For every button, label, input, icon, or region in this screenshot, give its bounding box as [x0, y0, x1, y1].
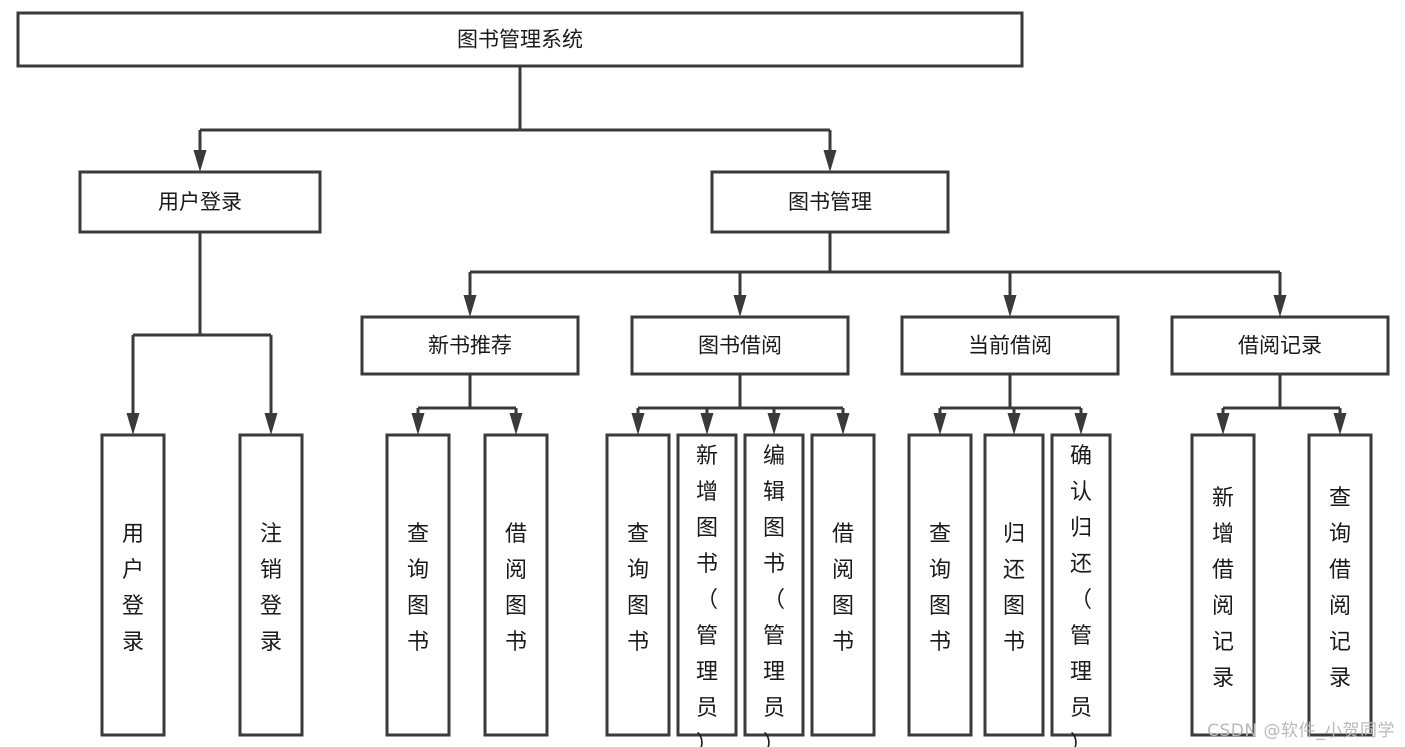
node-level3[interactable]: 借阅记录: [1170, 315, 1390, 376]
arrow-head-icon: [509, 413, 523, 435]
arrow-head-icon: [1007, 413, 1021, 435]
node-leaf[interactable]: 注销登录: [238, 433, 304, 737]
arrow-head-icon: [1273, 295, 1287, 317]
connector-group: [126, 232, 278, 435]
node-label: 新增借阅记录: [1212, 486, 1234, 691]
node-box[interactable]: [100, 433, 166, 737]
arrow-head-icon: [767, 413, 781, 435]
node-label: 查询图书: [407, 522, 429, 655]
node-box[interactable]: [605, 433, 671, 737]
node-box[interactable]: [907, 433, 973, 737]
node-box[interactable]: [983, 433, 1045, 737]
node-leaf[interactable]: 查询图书: [605, 433, 671, 737]
node-box[interactable]: [710, 170, 950, 234]
node-box[interactable]: [16, 11, 1024, 68]
node-label: 用户登录: [158, 190, 242, 214]
node-label: 图书管理系统: [457, 28, 583, 52]
connector-group: [193, 66, 837, 172]
node-leaf[interactable]: 借阅图书: [483, 433, 549, 737]
arrow-head-icon: [463, 295, 477, 317]
node-level3[interactable]: 新书推荐: [360, 315, 580, 376]
node-level2[interactable]: 图书管理: [710, 170, 950, 234]
nodes-layer: 图书管理系统用户登录图书管理新书推荐图书借阅当前借阅借阅记录用户登录注销登录查询…: [16, 11, 1390, 747]
node-leaf[interactable]: 确认归还（管理员）: [1050, 433, 1112, 747]
node-root[interactable]: 图书管理系统: [16, 11, 1024, 68]
arrow-head-icon: [836, 413, 850, 435]
connector-group: [631, 374, 850, 435]
node-box[interactable]: [385, 433, 451, 737]
node-box[interactable]: [630, 315, 850, 376]
node-leaf[interactable]: 查询图书: [907, 433, 973, 737]
node-leaf[interactable]: 新增借阅记录: [1190, 433, 1256, 737]
node-leaf[interactable]: 查询图书: [385, 433, 451, 737]
node-label: 注销登录: [260, 522, 282, 655]
arrow-head-icon: [823, 150, 837, 172]
node-label: 当前借阅: [968, 334, 1052, 358]
node-level3[interactable]: 当前借阅: [900, 315, 1120, 376]
node-label: 归还图书: [1003, 522, 1025, 655]
arrow-head-icon: [411, 413, 425, 435]
node-leaf[interactable]: 借阅图书: [810, 433, 876, 737]
arrow-head-icon: [700, 413, 714, 435]
node-label: 查询图书: [929, 522, 951, 655]
node-level2[interactable]: 用户登录: [78, 170, 322, 234]
arrow-head-icon: [1333, 413, 1347, 435]
node-label: 查询借阅记录: [1329, 486, 1351, 691]
node-box[interactable]: [743, 433, 805, 737]
arrow-head-icon: [733, 295, 747, 317]
node-label: 图书管理: [788, 190, 872, 214]
connector-group: [1216, 374, 1347, 435]
node-box[interactable]: [1050, 433, 1112, 737]
arrow-head-icon: [933, 413, 947, 435]
node-box[interactable]: [1307, 433, 1373, 737]
node-label: 借阅图书: [505, 522, 527, 655]
node-label: 查询图书: [627, 522, 649, 655]
arrow-head-icon: [264, 413, 278, 435]
node-level3[interactable]: 图书借阅: [630, 315, 850, 376]
node-label: 借阅记录: [1238, 334, 1322, 358]
arrow-head-icon: [126, 413, 140, 435]
connector-group: [463, 232, 1287, 317]
arrow-head-icon: [193, 150, 207, 172]
node-label: 确认归还（管理员）: [1070, 444, 1092, 747]
node-box[interactable]: [900, 315, 1120, 376]
node-box[interactable]: [1190, 433, 1256, 737]
node-label: 借阅图书: [832, 522, 854, 655]
node-box[interactable]: [1170, 315, 1390, 376]
connector-group: [411, 374, 523, 435]
node-label: 用户登录: [122, 522, 144, 655]
node-box[interactable]: [483, 433, 549, 737]
arrow-head-icon: [1003, 295, 1017, 317]
node-box[interactable]: [676, 433, 738, 737]
node-label: 新增图书（管理员）: [696, 444, 718, 747]
node-box[interactable]: [78, 170, 322, 234]
node-leaf[interactable]: 新增图书（管理员）: [676, 433, 738, 747]
node-label: 新书推荐: [428, 334, 512, 358]
connectors-layer: [126, 66, 1347, 435]
node-box[interactable]: [810, 433, 876, 737]
node-leaf[interactable]: 编辑图书（管理员）: [743, 433, 805, 747]
node-leaf[interactable]: 用户登录: [100, 433, 166, 737]
arrow-head-icon: [631, 413, 645, 435]
arrow-head-icon: [1216, 413, 1230, 435]
arrow-head-icon: [1074, 413, 1088, 435]
node-label: 编辑图书（管理员）: [763, 444, 785, 747]
node-box[interactable]: [238, 433, 304, 737]
node-leaf[interactable]: 归还图书: [983, 433, 1045, 737]
connector-group: [933, 374, 1088, 435]
node-box[interactable]: [360, 315, 580, 376]
node-label: 图书借阅: [698, 334, 782, 358]
node-leaf[interactable]: 查询借阅记录: [1307, 433, 1373, 737]
